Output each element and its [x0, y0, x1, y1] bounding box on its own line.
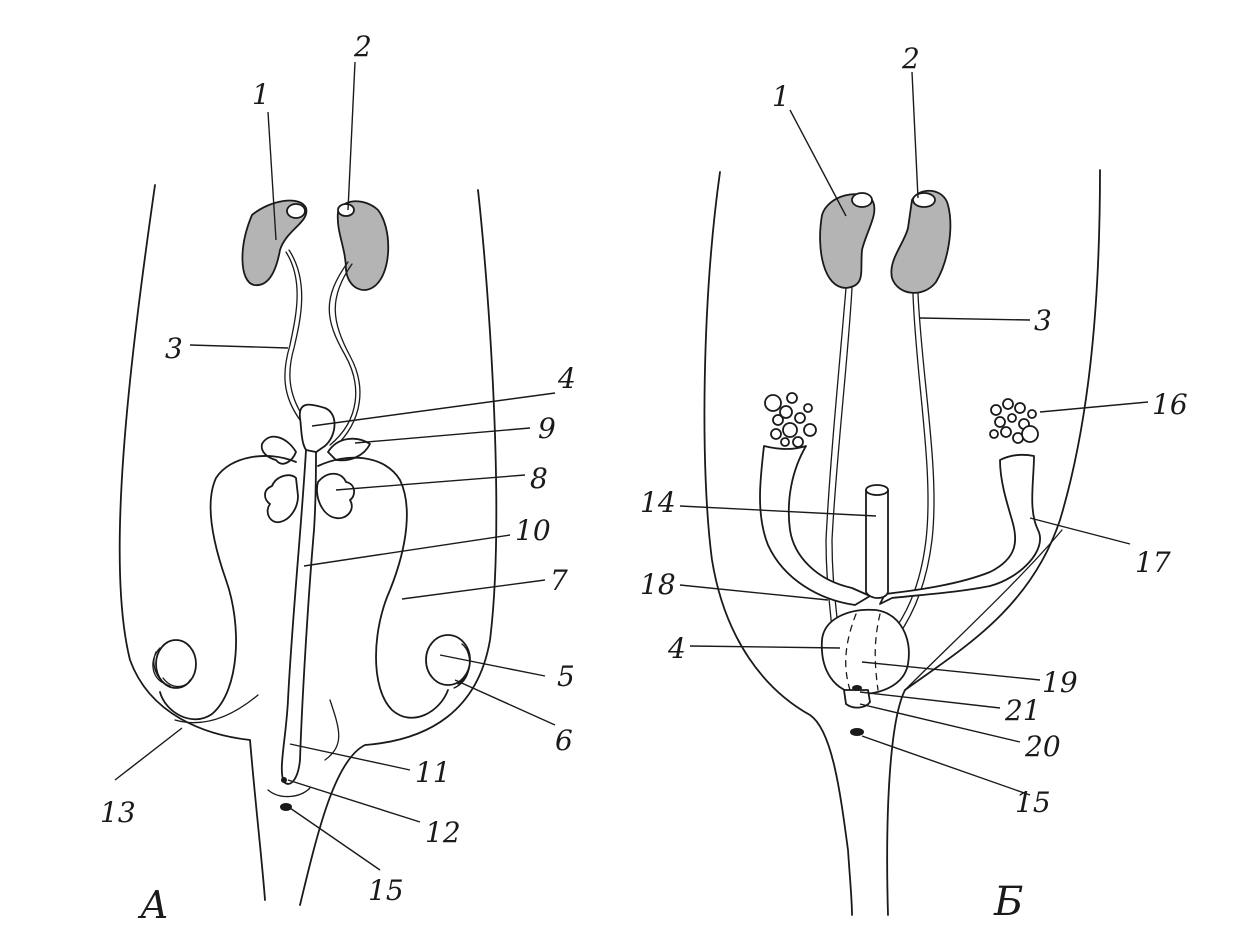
- panel-b-kidney-right-hilum: [912, 192, 936, 208]
- label-b-18: 18: [640, 568, 676, 601]
- panel-b-body-outline-right: [886, 169, 1101, 916]
- panel-a-epididymis-right: [453, 643, 471, 689]
- label-b-19: 19: [1042, 666, 1078, 699]
- panel-a-duct-loop-right: [317, 456, 449, 719]
- label-b-21: 21: [1004, 694, 1041, 727]
- panel-b-neck: [843, 689, 871, 709]
- panel-b-cluster-left: [764, 392, 817, 448]
- panel-a-lobed-gland-right: [316, 472, 355, 520]
- label-b-4: 4: [667, 632, 686, 665]
- panel-a-inner-line-right: [324, 699, 340, 761]
- panel-b-tube-left: [759, 445, 871, 606]
- label-b-16: 16: [1152, 388, 1188, 421]
- panel-a-kidney-left-hilum: [286, 203, 306, 219]
- panel-b-tube-right: [879, 453, 1041, 605]
- panel-b: 1 2 3 16 14 17 18 4 19 21 20 15 Б: [640, 42, 1188, 925]
- panel-b-kidney-left-hilum: [851, 192, 873, 208]
- label-b-15: 15: [1015, 786, 1051, 819]
- panel-a-inner-line-left: [174, 694, 259, 724]
- panel-b-cylinder: [865, 489, 889, 599]
- panel-b-bladder: [820, 608, 910, 695]
- label-b-17: 17: [1135, 546, 1171, 579]
- label-b-20: 20: [1024, 730, 1061, 763]
- panel-a-leader-lines: [114, 61, 556, 871]
- label-a-4: 4: [557, 362, 576, 395]
- panel-a-epididymis-left: [152, 647, 191, 688]
- panel-a-testis-left: [155, 639, 197, 689]
- panel-b-ureter-left: [825, 287, 847, 631]
- label-b-3: 3: [1034, 304, 1052, 337]
- panel-b-ureter-right: [894, 293, 935, 641]
- panel-a-bladder: [299, 403, 336, 456]
- panel-a-duct-loop-left: [159, 455, 297, 721]
- panel-a-gland-left: [260, 435, 297, 465]
- panel-b-cylinder-top: [865, 484, 889, 496]
- panel-a-ureter-right: [328, 261, 357, 446]
- panel-b-ureter-right-2: [889, 293, 929, 637]
- panel-b-body-outline-left: [703, 171, 853, 916]
- label-a-2: 2: [353, 30, 372, 63]
- label-b-1: 1: [772, 80, 790, 113]
- panel-b-inner-line: [904, 529, 1063, 691]
- panel-a-kidney-right-hilum: [337, 203, 355, 217]
- label-a-12: 12: [425, 816, 461, 849]
- panel-a: 1 2 3 4 9 8 10 7 5 6 13 11 12 15 А: [100, 30, 576, 927]
- panel-a-anus: [280, 803, 292, 811]
- label-b-14: 14: [640, 486, 676, 519]
- label-a-8: 8: [530, 462, 548, 495]
- panel-b-kidney-right: [890, 189, 952, 294]
- label-a-3: 3: [165, 332, 183, 365]
- label-a-10: 10: [515, 514, 551, 547]
- panel-b-kidney-left: [819, 193, 876, 289]
- label-a-9: 9: [538, 412, 556, 445]
- panel-a-ureter-left-2: [288, 249, 305, 419]
- label-a-13: 13: [100, 796, 136, 829]
- label-a-6: 6: [555, 724, 573, 757]
- panel-b-anus: [850, 728, 864, 736]
- panel-b-leader-lines: [679, 71, 1149, 796]
- label-a-7: 7: [550, 564, 568, 597]
- panel-a-lobed-gland-left: [264, 474, 299, 524]
- panel-a-body-outline-left: [118, 184, 266, 901]
- label-a-15: 15: [368, 874, 404, 907]
- label-a-5: 5: [557, 660, 575, 693]
- panel-a-urethra: [280, 449, 317, 785]
- panel-a-body-outline-right: [299, 189, 498, 906]
- panel-b-cluster-right: [989, 398, 1039, 444]
- panel-a-kidney-right: [336, 200, 390, 291]
- panel-b-title: Б: [993, 879, 1023, 925]
- label-a-1: 1: [252, 78, 270, 111]
- panel-a-urethral-opening: [281, 777, 287, 783]
- panel-a-kidney-left: [241, 199, 308, 286]
- panel-a-urethra-sheath: [267, 787, 311, 798]
- panel-b-opening-21: [852, 685, 862, 691]
- panel-a-title: А: [137, 883, 169, 927]
- panel-b-bladder-divider-2: [874, 613, 881, 691]
- panel-a-ureter-left: [284, 251, 301, 421]
- panel-a-gland-right: [327, 437, 371, 462]
- label-b-2: 2: [901, 42, 920, 75]
- label-a-11: 11: [415, 756, 451, 789]
- panel-b-bladder-divider: [845, 613, 857, 691]
